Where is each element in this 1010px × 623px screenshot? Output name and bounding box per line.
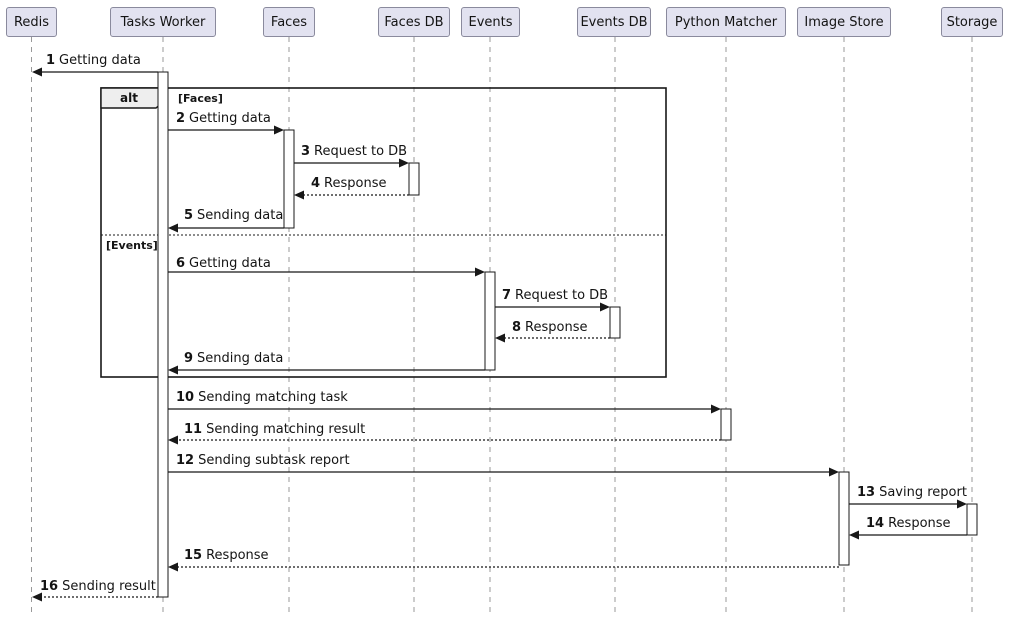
message-text: Response [525,320,588,335]
participant-label: Events DB [580,14,648,30]
participant-redis: Redis [6,7,57,37]
message-text: Sending data [197,208,284,223]
message-number: 16 [40,579,59,594]
activation-tasks-worker [157,71,169,598]
message-number: 12 [176,453,195,468]
participant-storage: Storage [941,7,1003,37]
participant-label: Python Matcher [674,14,778,30]
message-arrow-10 [711,404,721,414]
activation-faces [283,129,295,229]
message-arrow-11 [168,435,178,445]
activation-events [484,271,496,371]
activation-python-matcher [720,408,732,441]
message-text: Sending subtask report [198,453,350,468]
message-arrow-16 [32,592,42,602]
message-number: 15 [184,548,203,563]
message-number: 1 [46,53,56,68]
message-number: 2 [176,111,186,126]
participant-faces: Faces [263,7,315,37]
participant-image-store: Image Store [797,7,891,37]
message-arrow-9 [168,365,178,375]
message-arrow-12 [829,467,839,477]
message-text: Request to DB [314,144,408,159]
activation-faces-db [408,162,420,196]
message-arrow-2 [274,125,284,135]
message-text: Response [206,548,269,563]
participant-tasks-worker: Tasks Worker [110,7,216,37]
activation-events-db [609,306,621,339]
participant-label: Image Store [804,14,884,30]
message-arrow-1 [32,67,42,77]
message-text: Response [324,176,387,191]
activation-storage [966,503,978,536]
participant-python-matcher: Python Matcher [666,7,786,37]
message-text: Getting data [189,111,271,126]
message-number: 8 [512,320,522,335]
message-text: Response [888,516,951,531]
participant-label: Events [468,14,513,30]
message-arrow-4 [294,190,304,200]
message-text: Getting data [189,256,271,271]
message-arrow-7 [600,302,610,312]
message-text: Request to DB [515,288,609,303]
message-text: Saving report [879,485,967,500]
participant-faces-db: Faces DB [378,7,450,37]
message-number: 3 [301,144,311,159]
alt-operator-label: alt [120,91,138,105]
participant-label: Tasks Worker [120,14,206,30]
message-text: Getting data [59,53,141,68]
participant-events: Events [461,7,520,37]
message-arrow-5 [168,223,178,233]
message-number: 4 [311,176,321,191]
alt-frame-border [100,87,667,378]
message-number: 13 [857,485,876,500]
message-arrow-13 [957,499,967,509]
message-number: 11 [184,422,203,437]
message-number: 9 [184,351,194,366]
message-arrow-8 [495,333,505,343]
message-arrow-6 [475,267,485,277]
message-number: 7 [502,288,512,303]
message-text: Sending data [197,351,284,366]
message-number: 5 [184,208,194,223]
alt-guard-events: [Events] [106,239,158,252]
alt-guard-faces: [Faces] [178,92,223,105]
message-text: Sending matching result [206,422,366,437]
participant-label: Faces [270,14,308,30]
participant-label: Redis [13,14,50,30]
participant-events-db: Events DB [577,7,651,37]
message-number: 14 [866,516,885,531]
activation-image-store [838,471,850,566]
message-arrow-3 [399,158,409,168]
message-number: 10 [176,390,195,405]
message-number: 6 [176,256,186,271]
message-text: Sending matching task [198,390,348,405]
message-text: Sending result [62,579,156,594]
message-arrow-14 [849,530,859,540]
message-arrow-15 [168,562,178,572]
participant-label: Faces DB [384,14,444,30]
participant-label: Storage [946,14,998,30]
